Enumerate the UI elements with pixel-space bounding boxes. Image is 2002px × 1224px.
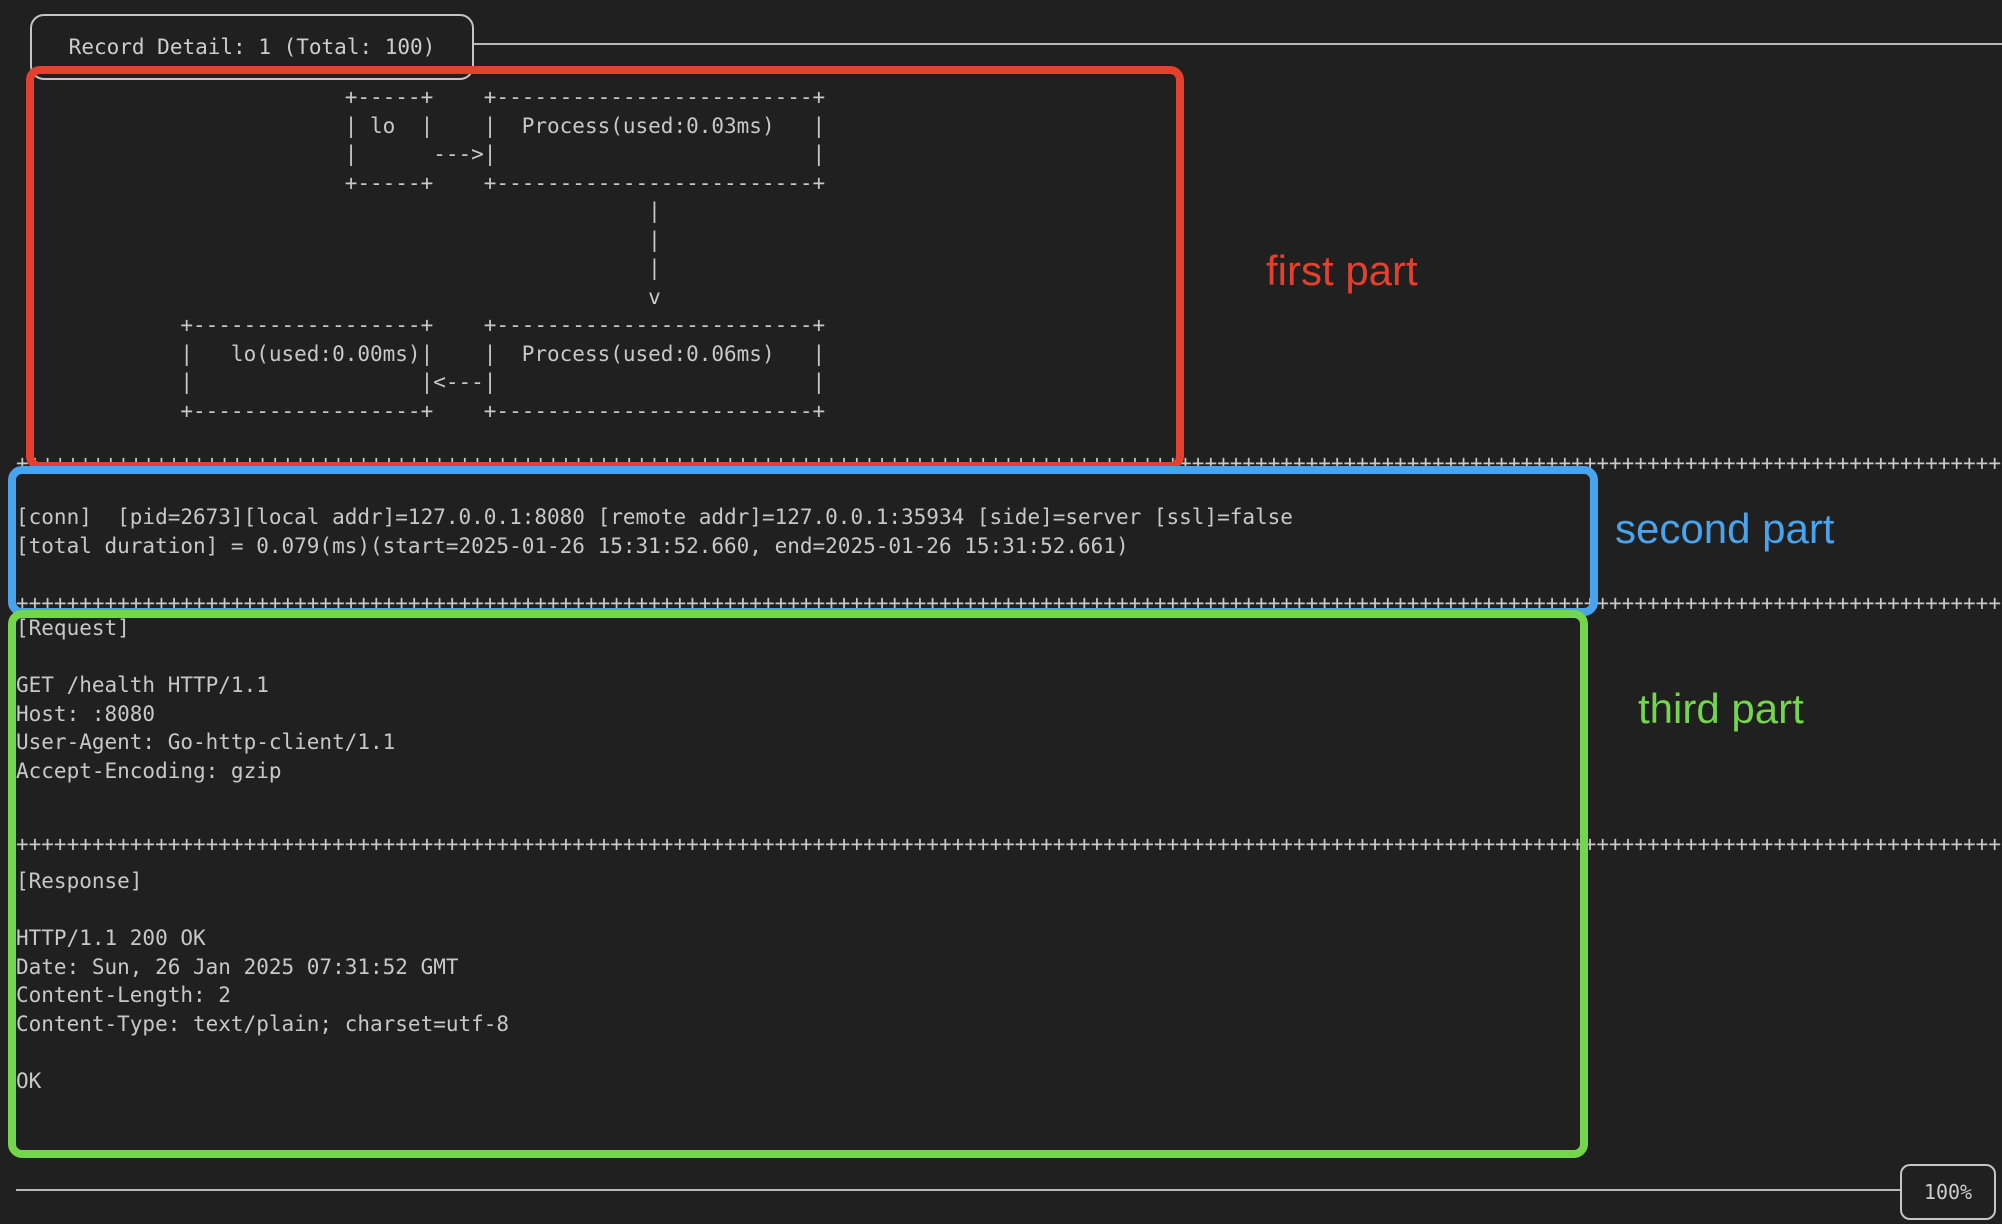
- request-section: [Request] GET /health HTTP/1.1 Host: :80…: [16, 616, 396, 783]
- second-part-label: second part: [1615, 505, 1835, 552]
- panel-bottom-border: [16, 1189, 1900, 1191]
- flow-diagram: +-----+ +-------------------------+ | lo…: [180, 85, 826, 423]
- third-part-label: third part: [1638, 685, 1804, 732]
- first-part-annotation-box: [26, 66, 1184, 470]
- panel-top-border: [470, 43, 2002, 45]
- third-part-annotation-box: [8, 610, 1588, 1158]
- response-section: [Response] HTTP/1.1 200 OK Date: Sun, 26…: [16, 869, 510, 1093]
- scroll-percent-indicator: 100%: [1900, 1164, 1996, 1220]
- record-detail-title: Record Detail: 1 (Total: 100): [68, 35, 436, 59]
- scroll-percent-value: 100%: [1923, 1180, 1973, 1204]
- separator-row-3: ++++++++++++++++++++++++++++++++++++++++…: [16, 832, 2002, 856]
- second-part-annotation-box: [8, 466, 1598, 616]
- conn-summary: [conn] [pid=2673][local addr]=127.0.0.1:…: [16, 505, 1293, 558]
- first-part-label: first part: [1266, 247, 1418, 294]
